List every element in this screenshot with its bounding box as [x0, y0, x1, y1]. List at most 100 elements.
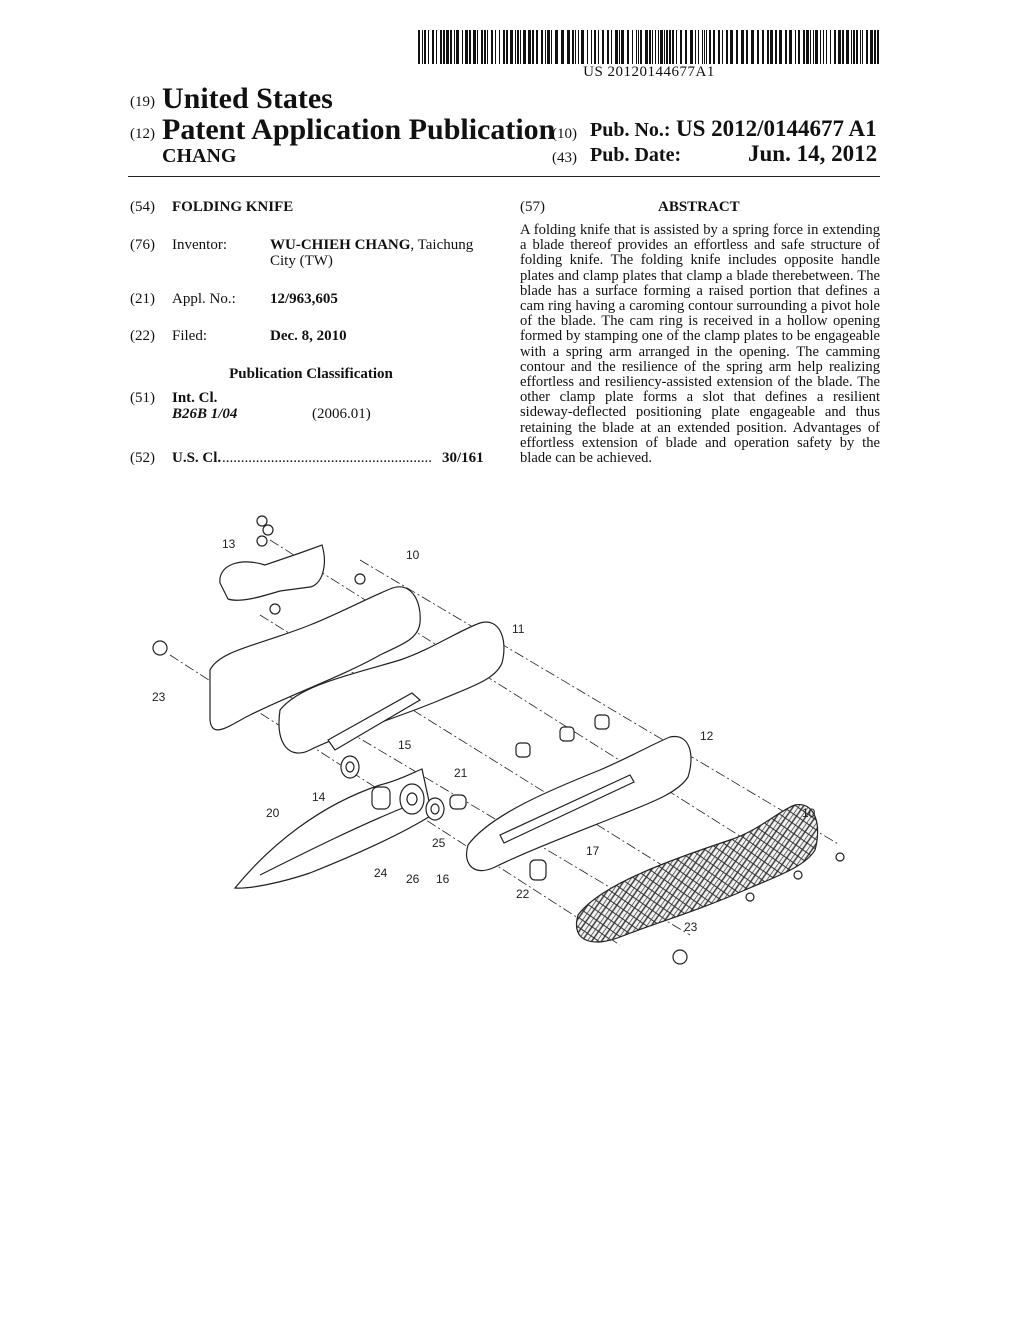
- barcode-bar: [655, 30, 656, 64]
- barcode-bar: [627, 30, 629, 64]
- barcode-bar: [632, 30, 633, 64]
- barcode-bar: [454, 30, 455, 64]
- barcode-bar: [846, 30, 849, 64]
- barcode-bar: [602, 30, 604, 64]
- barcode-bar: [532, 30, 534, 64]
- intcl-class: B26B 1/04: [172, 406, 238, 422]
- barcode-bar: [698, 30, 699, 64]
- filed-code: (22): [130, 328, 155, 344]
- barcode-bar: [517, 30, 519, 64]
- label-22: 22: [516, 887, 530, 901]
- label-24: 24: [374, 866, 388, 880]
- barcode-bar: [775, 30, 777, 64]
- invention-title: FOLDING KNIFE: [172, 199, 294, 215]
- barcode-bar: [611, 30, 612, 64]
- barcode-bar: [469, 30, 471, 64]
- barcode-bar: [520, 30, 521, 64]
- filed-label: Filed:: [172, 328, 208, 344]
- barcode-bar: [621, 30, 624, 64]
- barcode-bar: [607, 30, 609, 64]
- label-17: 17: [586, 844, 600, 858]
- barcode-bar: [666, 30, 668, 64]
- barcode-bar: [842, 30, 844, 64]
- uscl-label: U.S. Cl.: [172, 450, 222, 466]
- barcode-bar: [640, 30, 642, 64]
- barcode-bar: [798, 30, 800, 64]
- barcode-bar: [676, 30, 677, 64]
- appl-label: Appl. No.:: [172, 291, 236, 307]
- barcode-bar: [484, 30, 486, 64]
- handle-plate-back: [209, 586, 421, 731]
- pub-date: Jun. 14, 2012: [748, 141, 878, 166]
- abstract-heading: ABSTRACT: [658, 199, 740, 215]
- barcode-bar: [709, 30, 711, 64]
- barcode-bar: [826, 30, 827, 64]
- barcode-bar: [551, 30, 552, 64]
- code-43: (43): [552, 150, 577, 166]
- classification-heading: Publication Classification: [229, 366, 393, 382]
- barcode-bar: [672, 30, 674, 64]
- barcode-bar: [813, 30, 814, 64]
- header-rule: [128, 176, 880, 177]
- barcode-bar: [619, 30, 620, 64]
- label-21: 21: [454, 766, 468, 780]
- barcode-bar: [815, 30, 818, 64]
- inventor-city-2: City (TW): [270, 253, 333, 269]
- barcode-bar: [638, 30, 639, 64]
- barcode-bar: [503, 30, 505, 64]
- barcode-bar: [528, 30, 531, 64]
- barcode-bar: [870, 30, 873, 64]
- code-19: (19): [130, 94, 155, 110]
- barcode-bar: [652, 30, 653, 64]
- uscl-value: 30/161: [442, 450, 484, 466]
- barcode-bar: [424, 30, 426, 64]
- barcode-bar: [615, 30, 618, 64]
- barcode-bar: [690, 30, 693, 64]
- label-25: 25: [432, 836, 446, 850]
- barcode-bar: [751, 30, 754, 64]
- label-13: 13: [222, 537, 236, 551]
- barcode-bar: [702, 30, 703, 64]
- uscl-dots: ........................................…: [222, 450, 432, 466]
- barcode-bar: [545, 30, 546, 64]
- barcode-bar: [853, 30, 855, 64]
- barcode-bar: [874, 30, 876, 64]
- barcode-bar: [649, 30, 651, 64]
- barcode-bar: [706, 30, 707, 64]
- clip-part: [219, 544, 325, 601]
- barcode-bar: [510, 30, 513, 64]
- pub-date-label: Pub. Date:: [590, 144, 682, 166]
- uscl-code: (52): [130, 450, 155, 466]
- barcode-bar: [428, 30, 429, 64]
- barcode-bar: [736, 30, 738, 64]
- barcode-bar: [834, 30, 836, 64]
- barcode-bar: [856, 30, 858, 64]
- barcode-bar: [713, 30, 715, 64]
- barcode-bar: [645, 30, 648, 64]
- title-code: (54): [130, 199, 155, 215]
- pub-no-label: Pub. No.:: [590, 119, 671, 141]
- barcode-bar: [418, 30, 420, 64]
- label-23-right: 23: [684, 920, 698, 934]
- barcode-bar: [587, 30, 588, 64]
- intcl-code: (51): [130, 390, 155, 406]
- barcode-bar: [680, 30, 682, 64]
- barcode-bar: [741, 30, 744, 64]
- barcode-bar: [785, 30, 787, 64]
- barcode-bar: [746, 30, 748, 64]
- barcode-bar: [860, 30, 861, 64]
- blade: [233, 768, 433, 889]
- barcode-bar: [726, 30, 728, 64]
- clamp-plate-front: [278, 621, 505, 754]
- barcode-bar: [506, 30, 508, 64]
- barcode-bar: [450, 30, 452, 64]
- barcode-bar: [432, 30, 434, 64]
- barcode-bar: [803, 30, 805, 64]
- barcode-bar: [572, 30, 574, 64]
- publication-type: Patent Application Publication: [162, 113, 556, 146]
- inventor-label: Inventor:: [172, 237, 227, 253]
- barcode-bar: [810, 30, 811, 64]
- barcode-bar: [575, 30, 576, 64]
- barcode-bar: [495, 30, 496, 64]
- label-10-top: 10: [406, 548, 420, 562]
